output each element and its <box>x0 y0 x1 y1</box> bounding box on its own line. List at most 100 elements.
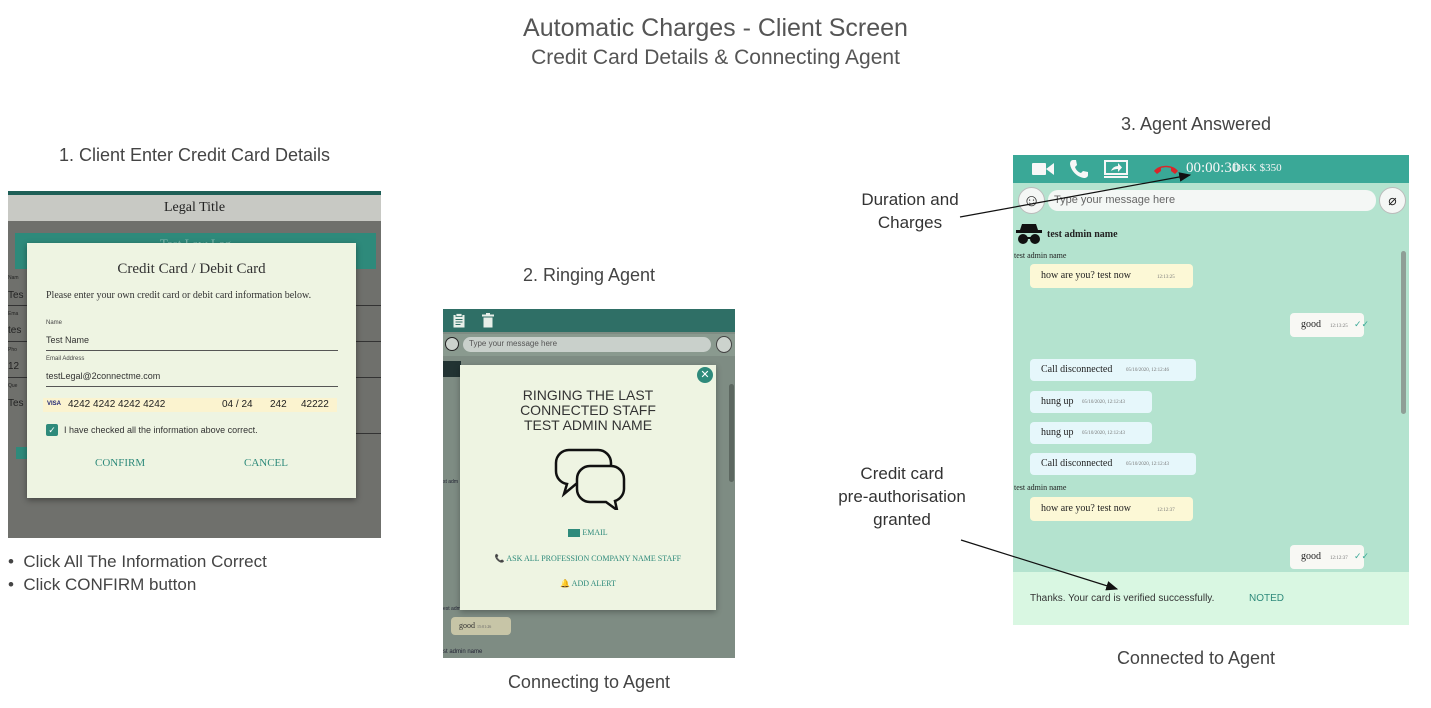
annotation-line: pre-authorisation <box>838 487 966 506</box>
side-label: Tes <box>8 398 24 409</box>
share-screen-icon[interactable] <box>1104 160 1128 183</box>
trash-icon[interactable] <box>482 313 494 331</box>
side-divider <box>348 305 381 306</box>
attachment-icon[interactable] <box>716 336 732 353</box>
side-label: Ema <box>8 311 19 317</box>
side-divider <box>348 433 381 434</box>
noted-button[interactable]: NOTED <box>1249 593 1284 604</box>
message-time: 15:01:26 <box>477 624 492 629</box>
ask-all-staff-label: ASK ALL PROFESSION COMPANY NAME STAFF <box>506 554 682 563</box>
message-time: 12:12:37 <box>1157 508 1175 513</box>
page-subtitle: Credit Card Details & Connecting Agent <box>531 46 900 69</box>
dialog-description: Please enter your own credit card or deb… <box>46 290 312 301</box>
legal-title-bar: Legal Title <box>8 195 381 221</box>
side-divider <box>8 377 36 378</box>
chat-header: 00:00:30 DKK $350 <box>1013 155 1409 183</box>
background-name: st admin name <box>443 649 483 655</box>
annotation-line: Duration and <box>861 190 959 209</box>
chat-header <box>443 309 735 332</box>
add-alert-link[interactable]: 🔔 ADD ALERT <box>460 579 716 588</box>
side-divider <box>348 341 381 342</box>
emoji-icon[interactable]: ☺ <box>1018 187 1045 214</box>
email-underline <box>46 386 338 387</box>
checkbox-label: I have checked all the information above… <box>64 425 258 435</box>
background-checkbox <box>16 447 28 459</box>
message-input[interactable]: Type your message here <box>463 337 711 352</box>
ringing-line: RINGING THE LAST <box>522 387 654 403</box>
page-title: Automatic Charges - Client Screen <box>523 14 908 42</box>
name-underline <box>46 350 338 351</box>
scrollbar[interactable] <box>1401 251 1406 414</box>
background-message: good 15:01:26 <box>451 617 511 635</box>
email-label: Email Address <box>46 356 85 362</box>
phone-icon[interactable] <box>1069 159 1089 184</box>
agent-name: test admin name <box>1047 229 1118 240</box>
panel2-caption: Connecting to Agent <box>507 672 671 692</box>
hang-up-icon[interactable] <box>1153 162 1179 180</box>
system-message: hung up 05/10/2020, 12:12:43 <box>1030 391 1152 413</box>
message-time: 05/10/2020, 12:12:43 <box>1082 400 1126 405</box>
bullet-text: Click All The Information Correct <box>23 552 267 571</box>
emoji-icon[interactable] <box>445 337 459 351</box>
email-field[interactable]: testLegal@2connectme.com <box>46 371 161 381</box>
dialog-title: Credit Card / Debit Card <box>117 261 266 277</box>
name-field[interactable]: Test Name <box>46 335 90 345</box>
side-label: 12 <box>8 361 20 372</box>
system-message: Call disconnected 05/10/2020, 12:12:46 <box>1030 359 1196 381</box>
bullet-item: • Click CONFIRM button <box>8 575 197 594</box>
annotation-line: Credit card <box>860 464 944 483</box>
ask-all-staff-link[interactable]: 📞 ASK ALL PROFESSION COMPANY NAME STAFF <box>460 554 716 563</box>
message-input[interactable]: Type your message here <box>1048 190 1376 211</box>
sender-name: test admin name <box>1014 483 1067 492</box>
call-charge: DKK $350 <box>1233 162 1282 174</box>
credit-card-dialog: Credit Card / Debit Card Please enter yo… <box>27 243 356 498</box>
scrollbar[interactable] <box>729 384 734 482</box>
message-time: 05/10/2020, 12:12:46 <box>1126 368 1170 373</box>
verification-banner: Thanks. Your card is verified successful… <box>1013 572 1409 625</box>
duration-annotation: Duration and Charges <box>840 188 980 234</box>
card-input-row[interactable]: VISA 4242 4242 4242 4242 04 / 24 242 422… <box>43 398 337 412</box>
message-text: how are you? test now <box>1041 270 1131 281</box>
message-text: hung up <box>1041 396 1074 407</box>
message-text: Call disconnected <box>1041 458 1113 469</box>
attachment-icon[interactable]: ⌀ <box>1379 187 1406 214</box>
email-icon <box>568 529 581 538</box>
close-icon[interactable]: ✕ <box>697 367 713 383</box>
name-label: Name <box>46 320 63 326</box>
duration-arrow <box>959 172 1192 218</box>
message-text: Call disconnected <box>1041 364 1113 375</box>
verification-text: Thanks. Your card is verified successful… <box>1030 593 1215 604</box>
card-expiry-field[interactable]: 04 / 24 <box>222 399 253 410</box>
panel3-caption: Connected to Agent <box>1116 648 1276 668</box>
clipboard-icon[interactable] <box>453 313 465 331</box>
ringing-dialog: ✕ RINGING THE LAST CONNECTED STAFF TEST … <box>460 365 716 610</box>
system-message: hung up 05/10/2020, 12:12:43 <box>1030 422 1152 444</box>
confirm-button[interactable]: CONFIRM <box>95 457 146 469</box>
agent-avatar-icon <box>443 361 461 377</box>
email-link-label: EMAIL <box>582 528 608 537</box>
annotation-line: granted <box>873 510 931 529</box>
sender-name: test admin name <box>1014 251 1067 260</box>
ringing-line: TEST ADMIN NAME <box>523 417 653 433</box>
card-number-field[interactable]: 4242 4242 4242 4242 <box>68 399 166 410</box>
background-name: est adm <box>443 606 461 612</box>
message-text: good <box>1301 551 1321 562</box>
cancel-button[interactable]: CANCEL <box>244 457 288 469</box>
card-cvc-field[interactable]: 242 <box>270 399 287 410</box>
confirm-checkbox[interactable]: ✓ <box>46 424 58 436</box>
agent-avatar-icon <box>1015 222 1043 251</box>
side-divider <box>8 305 36 306</box>
side-label: Tes <box>8 290 24 301</box>
top-strip <box>8 191 381 195</box>
message-input-row: Type your message here <box>443 334 735 356</box>
email-link[interactable]: EMAIL <box>460 528 716 538</box>
card-postcode-field[interactable]: 42222 <box>301 399 329 410</box>
system-message: Call disconnected 05/10/2020, 12:12:43 <box>1030 453 1196 475</box>
message-bubble: how are you? test now 12:13:25 <box>1030 264 1193 288</box>
ringing-line: CONNECTED STAFF <box>520 402 656 418</box>
message-bubble: good 12:13:25 ✓✓ <box>1290 313 1369 337</box>
message-text: how are you? test now <box>1041 503 1131 514</box>
side-label: Pho <box>8 347 17 353</box>
video-icon[interactable] <box>1032 162 1054 181</box>
